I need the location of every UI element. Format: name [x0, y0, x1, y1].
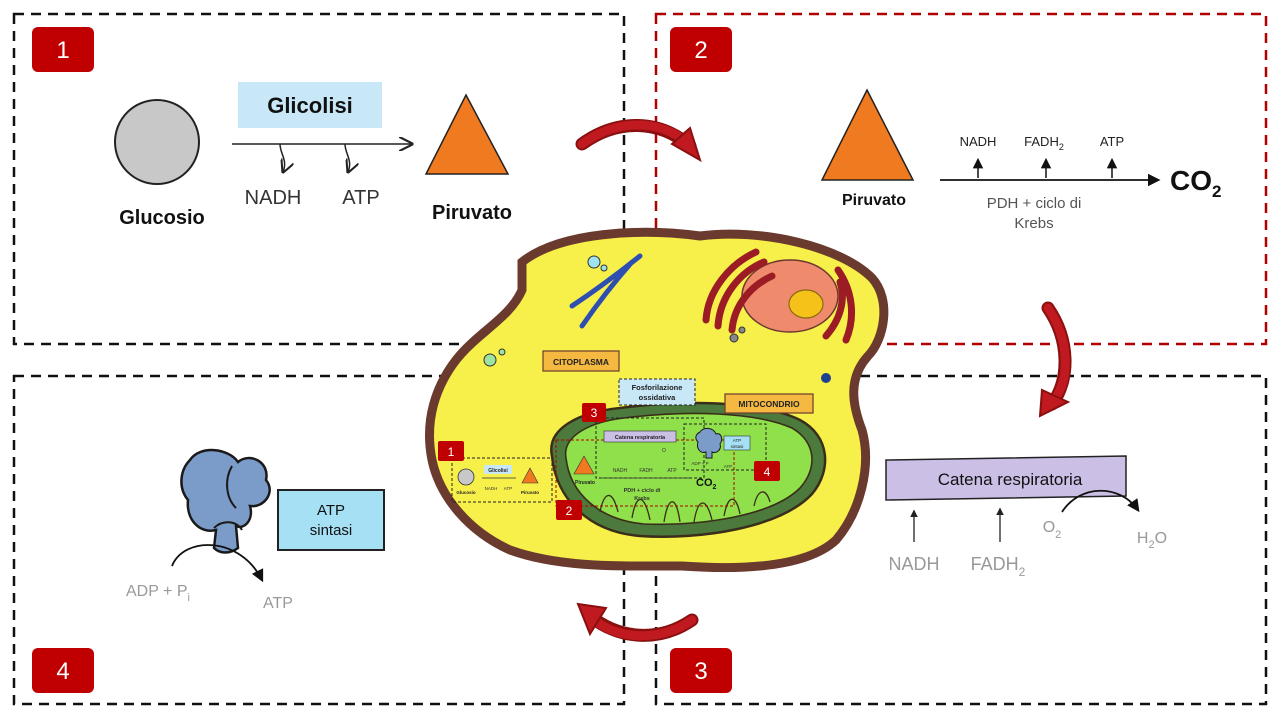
atp-synthase-box: [277, 489, 385, 551]
mini-atp-synthase-line1: ATP: [733, 438, 741, 443]
panel-3-frame: [654, 374, 1268, 706]
atp-branch-icon: [344, 143, 350, 172]
krebs-process-line2: Krebs: [1014, 215, 1053, 232]
co2-label: CO2: [1170, 165, 1221, 201]
mini-pyruvate-label: Piruvato: [521, 490, 539, 495]
mini-badge-4: 4: [754, 461, 780, 481]
panel-1-frame: [12, 12, 626, 346]
svg-text:3: 3: [694, 658, 707, 685]
cytoplasm-tag: [542, 350, 620, 372]
mini-badge-1: 1: [438, 441, 464, 461]
mini-glucose-label: Glucosio: [456, 490, 476, 495]
krebs-atp: ATP: [1100, 134, 1124, 149]
arrow-panel1-to-panel2: [575, 119, 702, 163]
mini-pyruvate-icon: [521, 467, 539, 484]
oxphos-line1: Fosforilazione: [632, 383, 683, 392]
mini-krebs-atp: ATP: [667, 468, 677, 474]
glycolysis-title-box: [238, 82, 382, 128]
mini-atp-synthase-box: [723, 435, 751, 451]
adp-pi-label: ADP + Pi: [126, 583, 190, 604]
mini-krebs-fadh: FADH: [639, 468, 653, 474]
mini-chain-o2: O: [662, 448, 666, 454]
arrow-panel3-to-panel4: [576, 602, 699, 642]
cell-illustration: CITOPLASMA MITOCONDRIO Fosforilazione os…: [425, 227, 889, 573]
mini-pyruvate-icon-2: [573, 455, 595, 475]
mini-glycolysis-label: Glicolisi: [488, 468, 508, 474]
glucose-icon: [114, 99, 200, 185]
krebs-process-line1: PDH + ciclo di: [987, 195, 1082, 212]
mini-frame-2: [555, 439, 735, 507]
nucleus: [741, 259, 839, 333]
mini-glycolysis-nadh: NADH: [485, 486, 498, 491]
svg-text:1: 1: [448, 445, 455, 459]
svg-text:2: 2: [694, 37, 707, 64]
respiratory-chain-box: [885, 455, 1127, 501]
mini-atp-label: ATP: [724, 464, 732, 469]
svg-text:4: 4: [764, 465, 771, 479]
mini-glucose-icon: [457, 468, 475, 486]
cytoplasm-label: CITOPLASMA: [553, 357, 609, 367]
mini-frame-1: [451, 457, 553, 503]
glycolysis-atp: ATP: [342, 187, 379, 209]
mini-atp-synthase-line2: sintasi: [731, 444, 744, 449]
svg-text:2: 2: [566, 504, 573, 518]
nucleolus: [788, 289, 824, 319]
mini-krebs-process-line1: PDH + ciclo di: [624, 488, 661, 494]
arrow-panel2-to-panel3: [1038, 301, 1072, 418]
pyruvate-label: Piruvato: [432, 202, 512, 224]
chain-o2: O2: [1043, 519, 1062, 541]
adp-to-atp-arrow: [171, 544, 264, 583]
mini-atp-synthase-icon: [695, 427, 723, 459]
chain-fadh: FADH2: [971, 554, 1026, 579]
krebs-fadh: FADH2: [1024, 134, 1064, 152]
mini-frame-4: [683, 423, 767, 471]
cytoskeleton: [569, 253, 643, 329]
badge-panel-4: 4: [32, 648, 94, 693]
mini-badge-2: 2: [556, 500, 582, 520]
mini-co2-label: CO2: [696, 477, 717, 491]
mitochondrion-tag: [724, 393, 814, 414]
atp-synthase-icon: [180, 448, 271, 554]
mini-pyruvate-label-2: Piruvato: [575, 480, 595, 486]
mitochondrion-cristae: [599, 491, 771, 523]
pyruvate-icon: [424, 93, 510, 175]
glycolysis-nadh: NADH: [245, 187, 302, 209]
svg-text:3: 3: [591, 406, 598, 420]
respiratory-chain-label: Catena respiratoria: [938, 470, 1083, 489]
atp-synthase-label-line1: ATP: [317, 502, 345, 519]
atp-synthase-label-line2: sintasi: [310, 522, 353, 539]
pyruvate-icon-2: [820, 88, 915, 181]
svg-text:4: 4: [56, 658, 69, 685]
panel-2-frame: [654, 12, 1268, 346]
endoplasmic-reticulum: [702, 248, 855, 344]
chain-nadh: NADH: [888, 554, 939, 574]
glycolysis-title: Glicolisi: [267, 93, 353, 118]
mitochondrion-label: MITOCONDRIO: [738, 399, 800, 409]
badge-panel-3: 3: [670, 648, 732, 693]
oxphos-line2: ossidativa: [639, 393, 677, 402]
mini-adp-label: ADP + P: [691, 461, 708, 466]
mini-badge-3: 3: [582, 403, 606, 422]
svg-text:1: 1: [56, 37, 69, 64]
mini-krebs-nadh: NADH: [613, 468, 628, 474]
o2-to-h2o-arrow: [1061, 489, 1140, 513]
oxphos-tag: [618, 378, 696, 406]
badge-panel-1: 1: [32, 27, 94, 72]
glucose-label: Glucosio: [119, 207, 205, 229]
chain-h2o: H2O: [1137, 530, 1167, 551]
badge-panel-2: 2: [670, 27, 732, 72]
mini-glycolysis-atp: ATP: [504, 486, 512, 491]
mini-krebs-process-line2: Krebs: [634, 496, 650, 502]
nadh-branch-icon: [279, 143, 285, 172]
mini-glycolysis-box: [484, 465, 512, 474]
mini-chain-label: Catena respiratoria: [615, 435, 666, 441]
atp-product-label: ATP: [263, 595, 293, 612]
pyruvate-label-2: Piruvato: [842, 192, 906, 209]
mini-chain-box: [603, 430, 677, 443]
krebs-nadh: NADH: [960, 134, 997, 149]
